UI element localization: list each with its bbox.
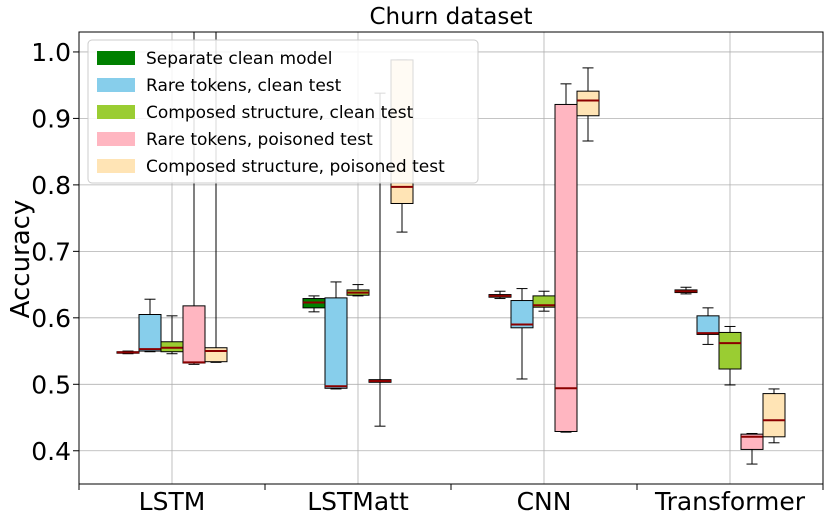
legend-swatch [97, 78, 135, 92]
legend-label: Rare tokens, clean test [146, 76, 342, 96]
x-tick-label-lstm: LSTM [139, 487, 206, 516]
box [324, 297, 348, 389]
box [554, 103, 578, 432]
y-tick-label: 0.6 [31, 304, 71, 333]
x-tick-label-transformer: Transformer [654, 487, 806, 516]
legend-frame [87, 39, 479, 184]
y-tick-label: 0.7 [31, 237, 71, 266]
legend-swatch [97, 159, 135, 173]
legend-swatch [97, 51, 135, 65]
y-tick-label: 1.0 [31, 38, 71, 67]
x-tick-label-cnn: CNN [517, 487, 572, 516]
box [510, 300, 534, 329]
legend-swatch [97, 105, 135, 119]
legend-label: Separate clean model [146, 49, 332, 69]
y-tick-label: 0.5 [31, 370, 71, 399]
y-tick-label: 0.9 [31, 104, 71, 133]
legend-label: Composed structure, poisoned test [146, 157, 445, 177]
y-axis-label: Accuracy [6, 200, 36, 319]
y-tick-label: 0.4 [31, 437, 71, 466]
box [576, 90, 600, 117]
legend-swatch [97, 132, 135, 146]
box [696, 315, 720, 335]
box [204, 347, 228, 363]
box [182, 305, 206, 364]
y-tick-label: 0.8 [31, 171, 71, 200]
chart-title: Churn dataset [369, 4, 532, 30]
box [740, 433, 764, 450]
x-tick-label-lstmatt: LSTMatt [307, 487, 409, 516]
box [718, 331, 742, 370]
box [762, 393, 786, 438]
legend-label: Rare tokens, poisoned test [146, 130, 373, 150]
legend-label: Composed structure, clean test [146, 103, 414, 123]
box [138, 314, 162, 352]
